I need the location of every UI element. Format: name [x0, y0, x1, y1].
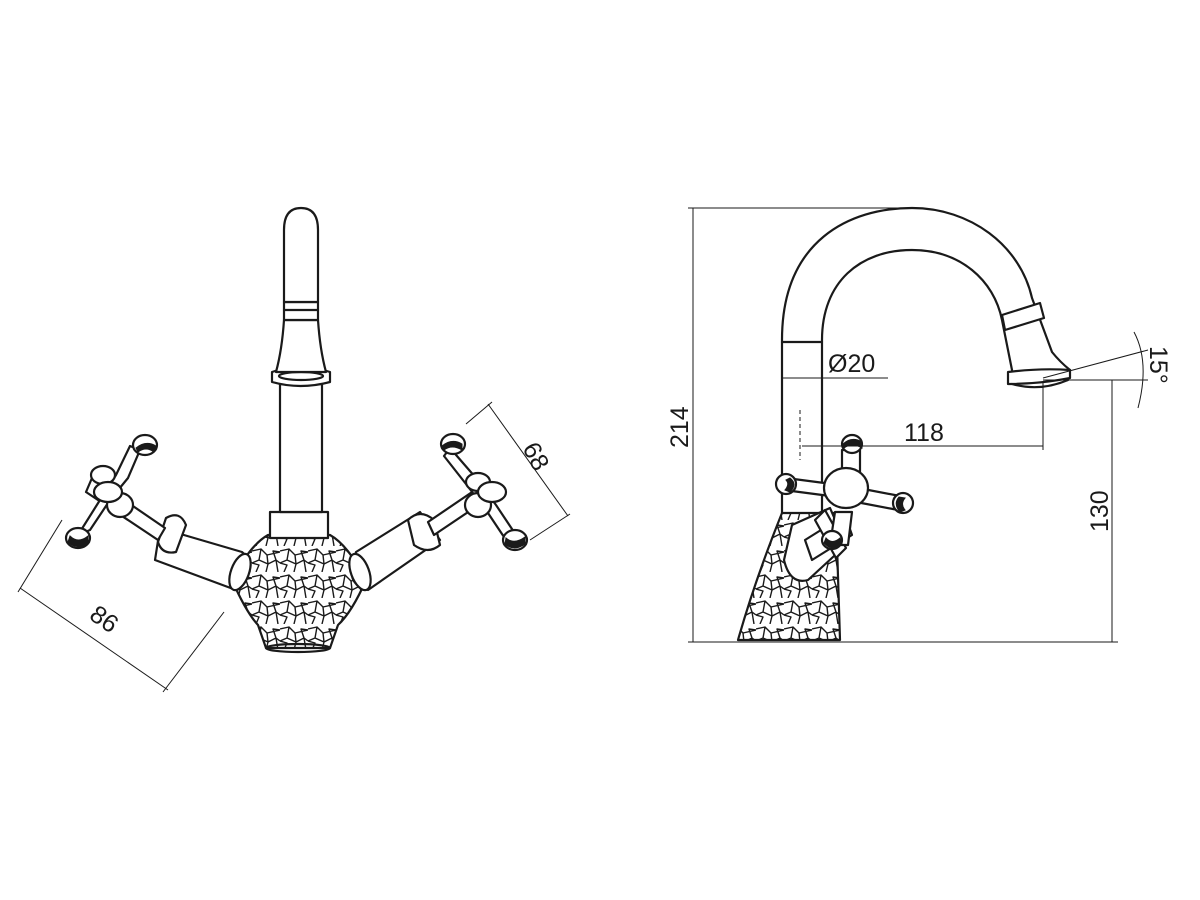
dimension-label-15deg: 15°	[1144, 346, 1172, 384]
side-spout	[780, 206, 1072, 515]
dimension-label-68: 68	[517, 438, 555, 476]
side-handle	[774, 433, 915, 582]
dimension-spout-height: 130	[1043, 379, 1148, 642]
dimension-label-214: 214	[666, 406, 694, 448]
dimension-label-118: 118	[904, 419, 944, 447]
dimension-spout-angle: 15°	[1042, 331, 1172, 409]
side-view: 214 Ø20 118 130 15°	[666, 206, 1172, 643]
dimension-label-130: 130	[1086, 490, 1114, 532]
front-crackle-base	[230, 533, 368, 654]
front-spout	[268, 206, 332, 540]
front-view: 86 68	[17, 206, 571, 693]
dimension-pipe-diameter: Ø20	[781, 350, 888, 386]
dimension-label-diameter: Ø20	[828, 350, 875, 378]
dimension-handle-depth: 68	[465, 401, 571, 541]
dimension-spout-reach: 118	[802, 382, 1044, 450]
dimension-label-86: 86	[85, 600, 124, 639]
dimension-total-height: 214	[666, 207, 1118, 643]
front-right-handle	[348, 432, 529, 592]
front-left-handle	[64, 433, 252, 592]
